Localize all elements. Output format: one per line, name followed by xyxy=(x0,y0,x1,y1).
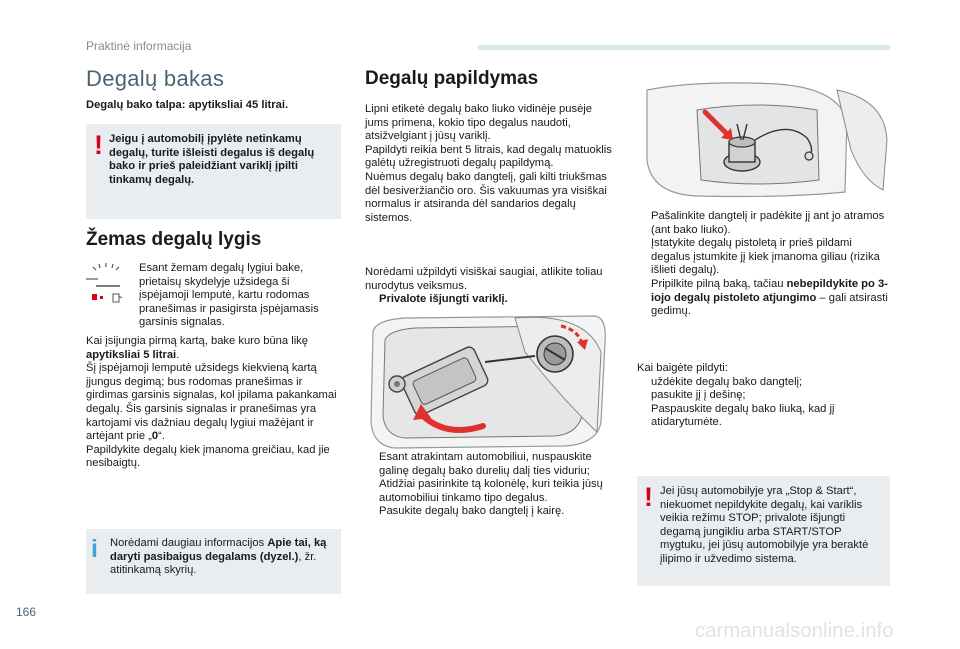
info-note-link[interactable]: Apie tai, ką daryti pasibaigus degalams … xyxy=(110,537,327,563)
step-text: Pašalinkite dangtelį ir padėkite jį ant … xyxy=(651,210,885,236)
step-item: pasukite jį į dešinę; xyxy=(637,389,890,403)
tank-capacity-text: Degalų bako talpa: apytiksliai 45 litrai… xyxy=(86,99,289,111)
refuel-safety-text: Norėdami užpildyti visiškai saugiai, atl… xyxy=(365,266,615,307)
step-text: Privalote išjungti variklį. xyxy=(379,293,508,306)
step-item: Pripilkite pilną baką, tačiau nebepildyk… xyxy=(637,278,890,319)
section-title-fuel-tank: Degalų bakas xyxy=(86,66,225,91)
step-item: uždėkite degalų bako dangtelį; xyxy=(637,376,890,390)
warning-icon: ! xyxy=(644,482,653,512)
warning-icon: ! xyxy=(94,130,103,160)
step-text-warning: nebepildykite po 3-iojo degalų pistoleto… xyxy=(651,277,888,304)
low-fuel-intro-text: Esant žemam degalų lygiui bake, prietais… xyxy=(139,262,319,329)
low-fuel-volume: apytiksliai 5 litrai xyxy=(86,348,177,361)
step-item: Pašalinkite dangtelį ir padėkite jį ant … xyxy=(637,210,890,237)
step-text: Pripilkite pilną baką, tačiau nebepildyk… xyxy=(651,278,888,317)
section-title-refuelling: Degalų papildymas xyxy=(365,68,539,89)
watermark: carmanualsonline.info xyxy=(695,620,894,642)
low-fuel-body-part: . xyxy=(176,348,180,361)
refuel-intro-text: Lipni etiketė degalų bako liuko vidinėje… xyxy=(365,103,617,225)
fuel-gauge-icon xyxy=(86,263,123,303)
step-text: Atidžiai pasirinkite tą kolonėlę, kuri t… xyxy=(379,478,603,504)
low-fuel-body-part: Papildykite degalų kiek įmanoma greičiau… xyxy=(86,443,330,470)
refuel-steps-list-1: Esant atrakintam automobiliui, nuspauski… xyxy=(365,451,620,519)
step-text-part: – gali atsirasti gedimų. xyxy=(651,291,888,318)
step-text: Paspauskite degalų bako liuką, kad jį at… xyxy=(651,402,835,429)
step-text: pasukite jį į dešinę; xyxy=(651,389,746,402)
info-note-diesel: i Norėdami daugiau informacijos Apie tai… xyxy=(86,529,341,594)
refuel-steps-list-2: Pašalinkite dangtelį ir padėkite jį ant … xyxy=(637,210,890,319)
info-note-text: Norėdami daugiau informacijos Apie tai, … xyxy=(110,537,336,578)
fuel-flap-illustration xyxy=(370,315,606,449)
warning-note-stop-start: ! Jei jūsų automobilyje yra „Stop & Star… xyxy=(637,476,890,586)
finish-refuel-text: Kai baigėte pildyti: uždėkite degalų bak… xyxy=(637,362,890,430)
refuel-safety-intro: Norėdami užpildyti visiškai saugiai, atl… xyxy=(365,266,603,292)
refuel-label-text: Lipni etiketė degalų bako liuko vidinėje… xyxy=(365,103,593,143)
step-text: Pasukite degalų bako dangtelį į kairę. xyxy=(379,505,565,518)
refuel-vacuum-text: Nuėmus degalų bako dangtelį, gali kilti … xyxy=(365,170,607,224)
low-fuel-zero: 0 xyxy=(151,430,159,443)
step-text-part: Pripilkite pilną baką, tačiau xyxy=(651,277,787,290)
running-header: Praktinė informacija xyxy=(86,39,192,53)
step-item: Esant atrakintam automobiliui, nuspauski… xyxy=(365,451,620,478)
warning-note-text: Jeigu į automobilį įpylėte netinkamų deg… xyxy=(109,133,315,186)
step-engine-off: Privalote išjungti variklį. xyxy=(365,293,615,307)
step-text: Įstatykite degalų pistoletą ir prieš pil… xyxy=(651,237,880,277)
header-accent-bar xyxy=(478,45,890,50)
info-note-part: Norėdami daugiau informacijos xyxy=(110,537,268,549)
warning-note-wrong-fuel: ! Jeigu į automobilį įpylėte netinkamų d… xyxy=(86,124,341,219)
info-icon: i xyxy=(91,535,98,563)
low-fuel-body-part: “. xyxy=(158,430,165,443)
warning-note-text: Jei jūsų automobilyje yra „Stop & Start“… xyxy=(660,485,869,565)
fuel-cap-removed-illustration xyxy=(646,82,888,198)
low-fuel-body-part: Šį įspėjamoji lemputė užsidegs kiekvieną… xyxy=(86,362,337,443)
info-note-part: , žr. atitinkamą skyrių. xyxy=(110,550,317,577)
step-item: Įstatykite degalų pistoletą ir prieš pil… xyxy=(637,237,890,278)
low-fuel-body-text: Kai įsijungia pirmą kartą, bake kuro būn… xyxy=(86,335,344,471)
step-item: Atidžiai pasirinkite tą kolonėlę, kuri t… xyxy=(365,478,620,505)
section-title-low-fuel: Žemas degalų lygis xyxy=(86,229,262,250)
finish-intro: Kai baigėte pildyti: xyxy=(637,362,728,374)
step-text: uždėkite degalų bako dangtelį; xyxy=(651,375,803,388)
step-item: Paspauskite degalų bako liuką, kad jį at… xyxy=(637,403,890,430)
step-item: Pasukite degalų bako dangtelį į kairę. xyxy=(365,505,620,519)
low-fuel-body-part: Kai įsijungia pirmą kartą, bake kuro būn… xyxy=(86,335,309,347)
step-text: Esant atrakintam automobiliui, nuspauski… xyxy=(379,451,592,477)
page-number: 166 xyxy=(16,605,37,619)
refuel-min-text: Papildyti reikia bent 5 litrais, kad deg… xyxy=(365,143,612,170)
